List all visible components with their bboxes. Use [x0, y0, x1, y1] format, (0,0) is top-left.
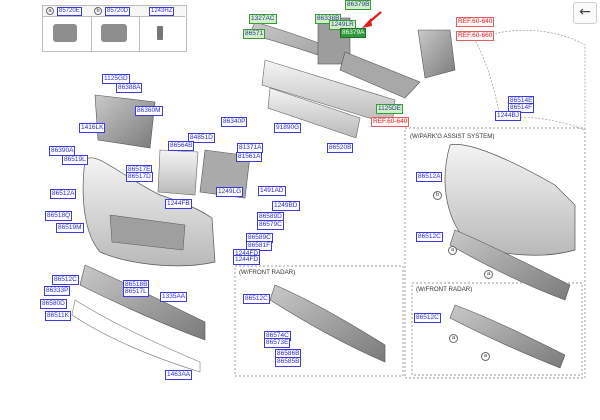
legend-code[interactable]: 85720E: [57, 7, 82, 16]
part-label-86518q[interactable]: 86518Q: [45, 211, 73, 221]
part-label-86585b[interactable]: 86585B: [275, 357, 302, 367]
part-label-86379b[interactable]: 86379B: [345, 0, 372, 10]
part-label-86512a[interactable]: 86512A: [50, 189, 77, 199]
part-label-86333p[interactable]: 86333P: [44, 286, 71, 296]
legend-table: a 85720E b 85720D 1243HZ: [42, 5, 187, 52]
radar-lip: [269, 284, 386, 363]
fender: [474, 29, 586, 131]
legend-letter: b: [94, 7, 102, 15]
callout-letter: a: [481, 352, 490, 361]
legend-letter: a: [46, 7, 54, 15]
part-label-86517l[interactable]: 86517L: [123, 287, 149, 297]
part-label-86580d[interactable]: 86580D: [40, 299, 67, 309]
part-label-86573e[interactable]: 86573E: [264, 338, 291, 348]
part-label-86520b[interactable]: 86520B: [327, 143, 354, 153]
part-label-ref-60-660[interactable]: REF.60-660: [456, 31, 495, 41]
part-label-ref-60-640[interactable]: REF.60-640: [456, 17, 495, 27]
part-label-91890g[interactable]: 91890G: [274, 123, 302, 133]
part-label-86512c[interactable]: 86512C: [52, 275, 79, 285]
legend-code[interactable]: 85720D: [105, 7, 131, 16]
part-label-86564b[interactable]: 86564B: [168, 141, 195, 151]
part-label-86340p[interactable]: 86340P: [221, 117, 248, 127]
front-radar-panel-2: [411, 282, 583, 376]
part-label-1244fb[interactable]: 1244FB: [165, 199, 192, 209]
callout-letter: a: [448, 246, 457, 255]
part-label-1335aa[interactable]: 1335AA: [160, 292, 188, 302]
legend-cell: b 85720D: [91, 6, 140, 51]
front-radar-panel-title: (W/FRONT RADAR): [239, 269, 296, 276]
part-label-1416lk[interactable]: 1416LK: [79, 123, 106, 133]
callout-letter: b: [433, 191, 442, 200]
legend-cell: a 85720E: [43, 6, 92, 51]
front-radar-panel-1: [234, 265, 404, 377]
part-label-1125gd[interactable]: 1125GD: [102, 74, 130, 84]
part-label-1463aa[interactable]: 1463AA: [165, 370, 193, 380]
headlamp-bracket: [417, 29, 456, 79]
part-label-1244fd[interactable]: 1244FD: [233, 255, 261, 265]
park-assist-bumper: [444, 144, 576, 256]
part-label-1491ad[interactable]: 1491AD: [258, 186, 286, 196]
part-label-1327ac[interactable]: 1327AC: [249, 14, 277, 24]
part-label-86519l[interactable]: 86519L: [62, 155, 88, 165]
part-label-86512a[interactable]: 86512A: [416, 172, 443, 182]
part-label-84851d[interactable]: 84851D: [188, 133, 215, 143]
clip-a-icon: [53, 24, 77, 42]
part-label-86512c[interactable]: 86512C: [414, 313, 441, 323]
part-label-86519m[interactable]: 86519M: [56, 223, 84, 233]
bumper-cover: [82, 157, 216, 267]
clip-b-icon: [101, 24, 127, 42]
screw-icon: [157, 26, 163, 40]
part-label-1125de[interactable]: 1125DE: [376, 104, 404, 114]
part-label-86579c[interactable]: 86579C: [257, 220, 284, 230]
part-label-1249bd[interactable]: 1249BD: [272, 201, 300, 211]
lower-lip-main: [79, 264, 206, 341]
part-label-86571[interactable]: 86571: [243, 29, 266, 39]
park-assist-panel-title: (W/PARK'G ASSIST SYSTEM): [410, 133, 495, 140]
callout-letter: a: [484, 270, 493, 279]
park-assist-lip: [449, 229, 571, 301]
part-label-86512c[interactable]: 86512C: [416, 232, 443, 242]
front-radar-panel-title: (W/FRONT RADAR): [416, 286, 473, 293]
radar-lip-2: [449, 304, 566, 369]
part-label-1249lg[interactable]: 1249LG: [216, 187, 244, 197]
grille-bracket: [94, 94, 251, 199]
part-label-86511k[interactable]: 86511K: [45, 311, 71, 321]
part-label-86338b[interactable]: 86338B: [315, 14, 342, 24]
legend-cell: 1243HZ: [139, 6, 185, 51]
part-label-86360m[interactable]: 86360M: [135, 106, 163, 116]
back-arrow-icon[interactable]: ←: [573, 2, 597, 24]
part-label-81561a[interactable]: 81561A: [236, 152, 263, 162]
part-label-ref-60-640[interactable]: REF.60-640: [371, 117, 410, 127]
lower-garnish-main: [71, 299, 201, 373]
legend-code[interactable]: 1243HZ: [149, 7, 175, 16]
park-assist-panel: [404, 127, 586, 379]
part-label-86512c[interactable]: 86512C: [243, 294, 270, 304]
part-label-1244bj[interactable]: 1244BJ: [495, 111, 522, 121]
callout-letter: a: [449, 334, 458, 343]
part-label-86388a[interactable]: 86388A: [116, 83, 143, 93]
part-label-86517d[interactable]: 86517D: [126, 172, 153, 182]
part-label-86379a[interactable]: 86379A: [340, 28, 367, 38]
